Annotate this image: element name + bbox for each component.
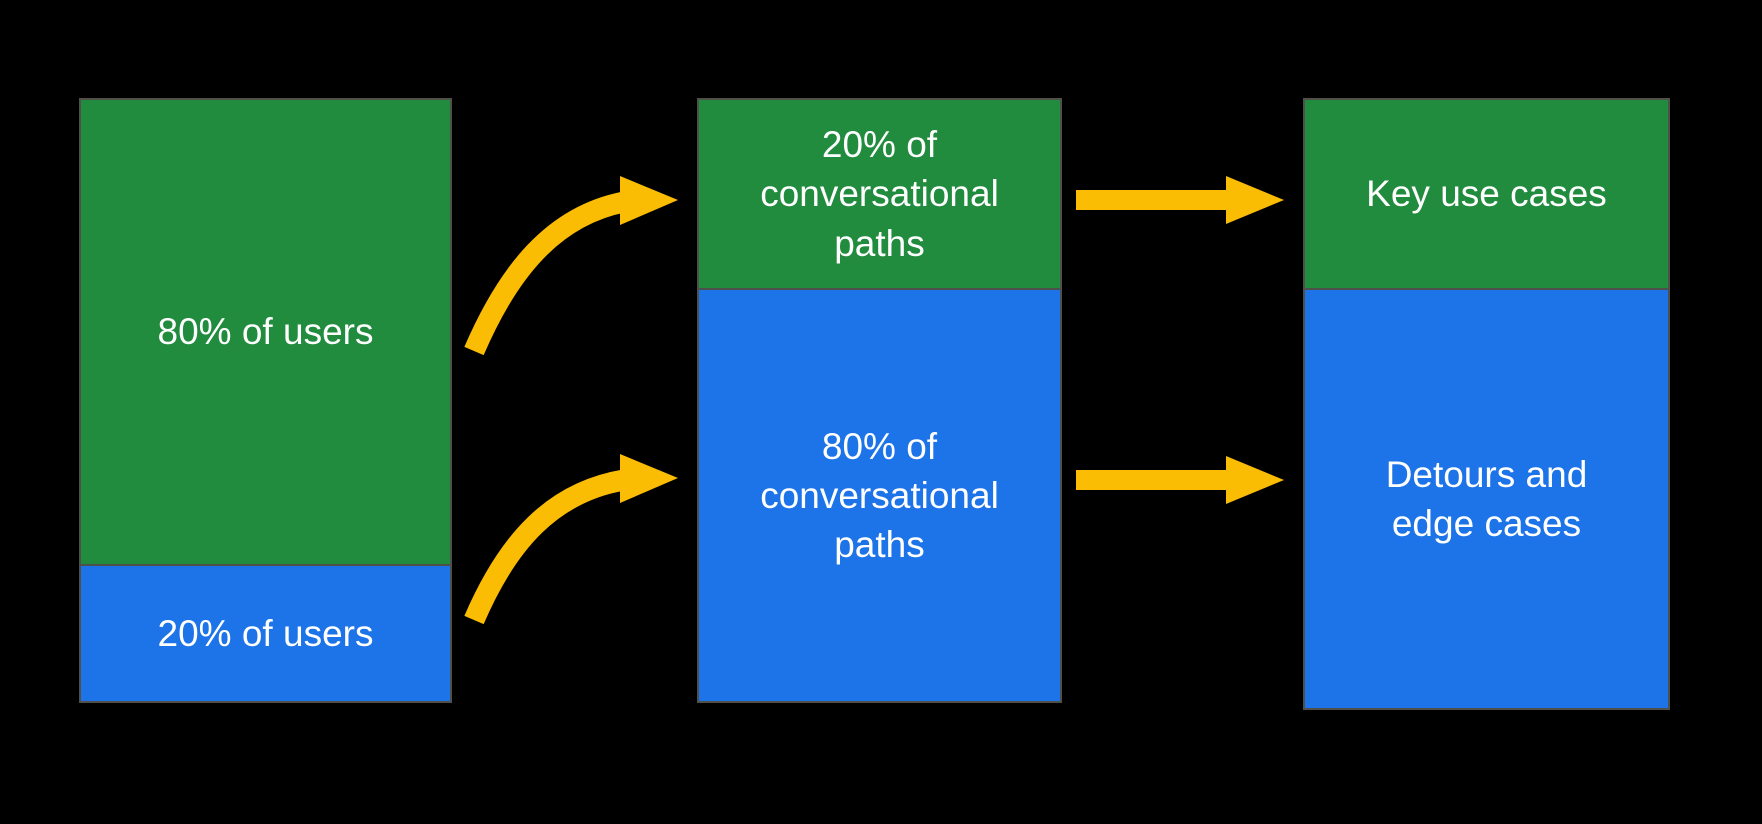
- conversational-paths-column: 20% of conversational paths 80% of conve…: [697, 98, 1062, 703]
- segment-users-20: 20% of users: [79, 564, 452, 703]
- label-line: paths: [834, 222, 925, 264]
- segment-paths-20-label: 20% of conversational paths: [760, 120, 999, 268]
- straight-arrow-bottom-head-icon: [1226, 456, 1284, 504]
- straight-arrow-top-head-icon: [1226, 176, 1284, 224]
- segment-users-80-label: 80% of users: [158, 307, 374, 356]
- segment-detours-edge-cases-label: Detours and edge cases: [1386, 450, 1588, 548]
- segment-paths-80: 80% of conversational paths: [697, 288, 1062, 703]
- segment-paths-20: 20% of conversational paths: [697, 98, 1062, 290]
- curved-arrow-top-head-icon: [620, 176, 678, 225]
- curved-arrow-bottom: [464, 469, 626, 625]
- curved-arrow-bottom-head-icon: [620, 454, 678, 503]
- segment-paths-80-label: 80% of conversational paths: [760, 422, 999, 570]
- curved-arrow-top: [464, 191, 627, 356]
- label-line: conversational: [760, 173, 999, 215]
- label-line: Key use cases: [1366, 173, 1607, 215]
- segment-users-20-label: 20% of users: [158, 609, 374, 658]
- use-cases-column: Key use cases Detours and edge cases: [1303, 98, 1670, 710]
- users-column: 80% of users 20% of users: [79, 98, 452, 703]
- segment-detours-edge-cases: Detours and edge cases: [1303, 288, 1670, 710]
- label-line: Detours and: [1385, 453, 1588, 495]
- label-line: 20% of: [821, 124, 938, 166]
- segment-users-80: 80% of users: [79, 98, 452, 566]
- segment-key-use-cases-label: Key use cases: [1366, 169, 1607, 218]
- label-line: 80% of users: [157, 311, 374, 353]
- label-line: 80% of: [821, 425, 938, 467]
- label-line: conversational: [760, 474, 999, 516]
- segment-key-use-cases: Key use cases: [1303, 98, 1670, 290]
- label-line: 20% of users: [157, 612, 374, 654]
- label-line: paths: [834, 524, 925, 566]
- label-line: edge cases: [1391, 503, 1582, 544]
